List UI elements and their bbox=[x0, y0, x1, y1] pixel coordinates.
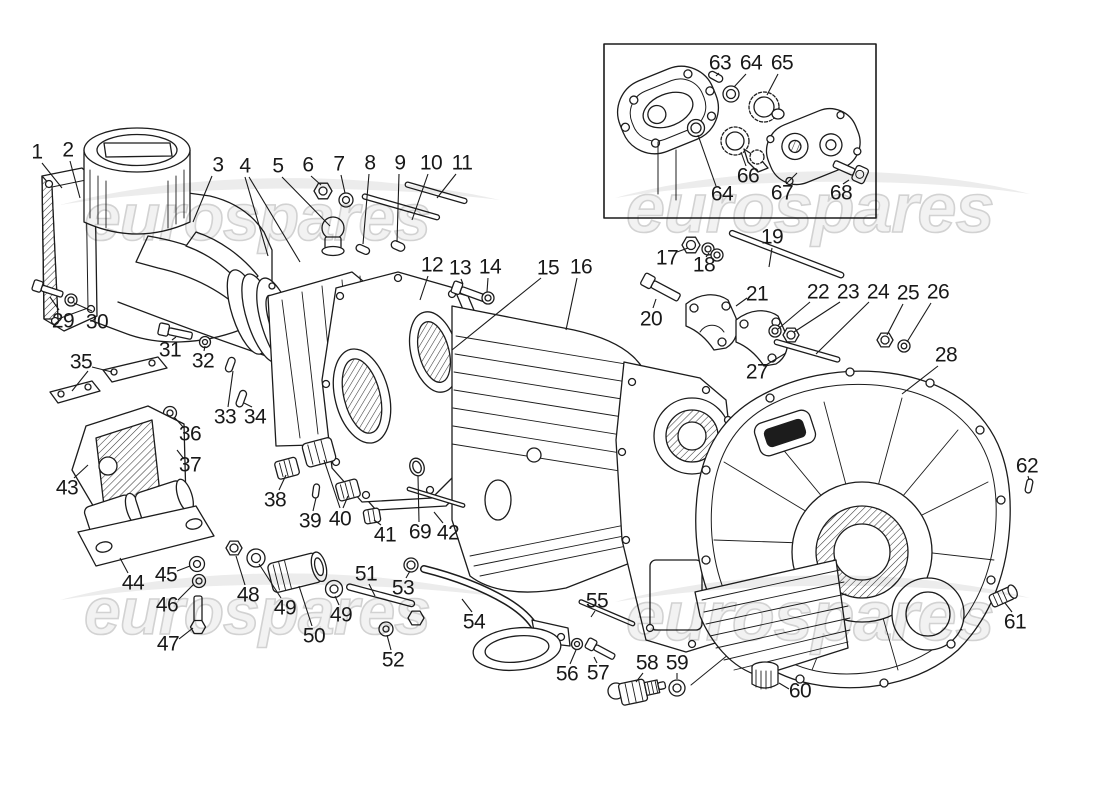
watermark-text: eurospares bbox=[626, 577, 993, 655]
leader-line bbox=[278, 474, 287, 491]
leader-line bbox=[405, 570, 411, 579]
leader-line bbox=[590, 610, 596, 618]
watermark-text: eurospares bbox=[626, 169, 993, 247]
leader-line bbox=[906, 302, 932, 343]
leader-line bbox=[461, 598, 473, 613]
leader-line bbox=[227, 370, 234, 408]
leader-line bbox=[697, 134, 717, 187]
leader-line bbox=[486, 277, 489, 293]
leader-line bbox=[192, 175, 213, 223]
leader-line bbox=[178, 627, 194, 640]
leader-line bbox=[119, 557, 129, 574]
leader-line bbox=[419, 275, 429, 301]
leader-line bbox=[901, 365, 939, 395]
leader-line bbox=[436, 173, 457, 199]
leader-line bbox=[768, 247, 773, 268]
leader-line bbox=[715, 72, 720, 77]
pump-gear-drive bbox=[720, 126, 769, 173]
leader-line bbox=[368, 583, 376, 597]
leader-line bbox=[765, 352, 787, 366]
leader-line bbox=[342, 495, 349, 509]
leader-line bbox=[243, 402, 253, 408]
leader-line bbox=[386, 634, 392, 651]
leader-line bbox=[177, 583, 195, 601]
leader-line bbox=[740, 151, 747, 167]
leader-line bbox=[842, 179, 850, 185]
leader-line bbox=[71, 370, 89, 392]
watermark-text: eurospares bbox=[84, 574, 430, 648]
leader-line bbox=[635, 672, 644, 683]
leader-line bbox=[569, 649, 577, 665]
leader-line bbox=[460, 278, 464, 285]
leader-line bbox=[73, 302, 93, 312]
leader-line bbox=[793, 301, 841, 333]
leader-line bbox=[411, 173, 429, 221]
leader-line bbox=[298, 585, 313, 627]
pump-gear-driven bbox=[748, 91, 785, 123]
watermark-swoosh bbox=[60, 178, 500, 205]
oil-pump-inset bbox=[603, 43, 877, 219]
leader-line bbox=[69, 160, 81, 199]
leader-line bbox=[815, 301, 870, 355]
watermark-swoosh bbox=[60, 573, 500, 600]
leader-line bbox=[433, 511, 444, 524]
leader-line bbox=[174, 417, 185, 429]
leader-line bbox=[312, 497, 317, 512]
leader-line bbox=[334, 595, 340, 606]
exploded-view-drawing bbox=[31, 43, 1034, 706]
leader-line bbox=[91, 366, 113, 373]
leader-line bbox=[323, 459, 341, 509]
leader-line bbox=[778, 682, 790, 690]
leader-line bbox=[1004, 602, 1013, 613]
leader-line bbox=[705, 252, 710, 258]
leader-line bbox=[593, 656, 598, 664]
watermark-text: eurospares bbox=[84, 180, 430, 254]
leader-line bbox=[733, 73, 747, 88]
leader-line bbox=[235, 555, 246, 586]
leader-line bbox=[310, 175, 322, 186]
leader-line bbox=[1027, 475, 1030, 481]
leader-line bbox=[565, 277, 578, 331]
leader-line bbox=[171, 336, 177, 341]
gearbox-casing bbox=[451, 305, 657, 593]
leader-line bbox=[735, 297, 748, 307]
watermark-layer: eurospares eurospares eurospares eurospares bbox=[60, 168, 1030, 656]
leader-line bbox=[203, 345, 206, 352]
leader-line bbox=[258, 563, 282, 599]
leader-line bbox=[766, 73, 779, 96]
leader-line bbox=[652, 298, 657, 309]
leader-line bbox=[281, 176, 331, 227]
leader-line bbox=[176, 449, 185, 460]
leader-line bbox=[49, 296, 60, 311]
leader-line bbox=[886, 303, 904, 336]
front-cover bbox=[321, 271, 485, 511]
leader-line bbox=[362, 173, 370, 245]
leader-line bbox=[373, 519, 382, 526]
leader-line bbox=[676, 247, 689, 253]
leader-line bbox=[41, 162, 63, 189]
leader-line bbox=[785, 172, 798, 185]
pump-pin bbox=[707, 70, 724, 83]
leader-line bbox=[451, 277, 542, 351]
watermark-swoosh bbox=[615, 575, 1030, 602]
leader-line bbox=[340, 174, 346, 194]
leader-line bbox=[176, 565, 191, 572]
leader-line bbox=[396, 173, 400, 243]
leader-line bbox=[248, 176, 301, 263]
leader-line bbox=[73, 464, 89, 479]
rear-housing bbox=[694, 367, 1011, 689]
leader-line bbox=[417, 475, 420, 523]
watermark-swoosh bbox=[615, 171, 1030, 198]
leader-line bbox=[244, 176, 269, 257]
leader-line bbox=[777, 301, 811, 330]
leader-lines bbox=[41, 72, 1030, 690]
hardware-parts bbox=[31, 181, 1034, 706]
